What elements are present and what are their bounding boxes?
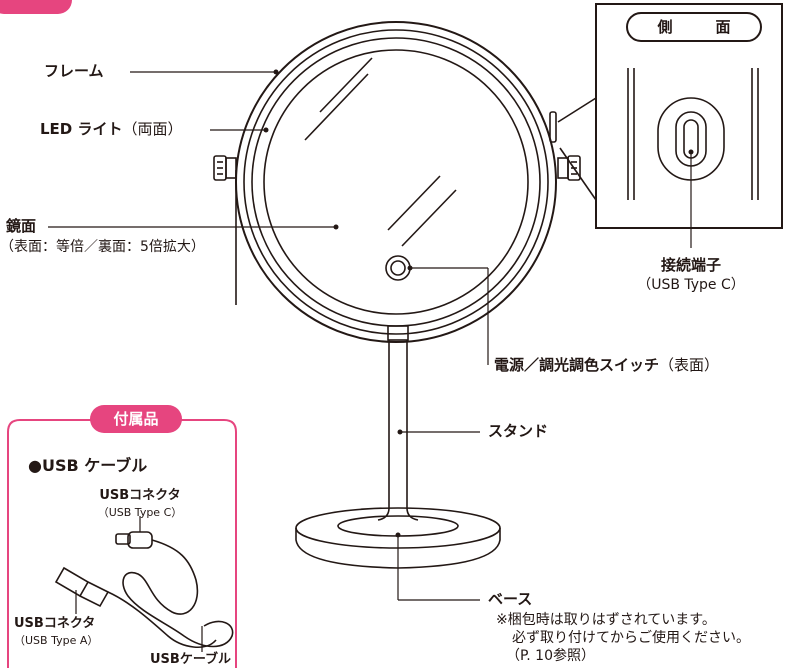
usb-connector-a-type: （USB Type A）	[14, 634, 99, 647]
leader-dots	[263, 69, 694, 538]
usb-cable-heading: ●USB ケーブル	[28, 456, 148, 475]
led-light-label: LED ライト	[40, 120, 123, 138]
usb-cable-label: USBケーブル	[150, 652, 232, 667]
stand	[377, 325, 419, 521]
usb-connector-a-label: USBコネクタ	[14, 616, 96, 631]
led-light-note: （両面）	[122, 120, 183, 138]
connector-label: 接続端子	[660, 256, 721, 274]
mirror-note: （表面：等倍／裏面：5倍拡大）	[0, 239, 205, 255]
switch-label: 電源／調光調色スイッチ	[494, 356, 660, 374]
left-pivot	[213, 155, 237, 305]
frame-label: フレーム	[44, 62, 104, 80]
accessory-leaders	[75, 516, 203, 652]
led-light-callout: LED ライト（両面）	[40, 120, 183, 139]
power-switch	[385, 255, 411, 281]
usb-connector-c-type: （USB Type C）	[97, 506, 183, 519]
side-view-title: 側 面	[626, 12, 762, 42]
switch-note: （表面）	[659, 356, 720, 374]
stand-label: スタンド	[488, 422, 549, 440]
base-note-3: （P. 10参照）	[506, 648, 595, 664]
mirror-label: 鏡面	[6, 217, 37, 235]
usb-connector-c-label: USBコネクタ	[99, 488, 181, 503]
leader-lines	[48, 71, 692, 601]
connector-type: （USB Type C）	[637, 277, 745, 293]
accessory-box	[7, 419, 237, 668]
section-tab	[0, 0, 72, 14]
base-label: ベース	[488, 590, 533, 608]
switch-callout: 電源／調光調色スイッチ（表面）	[494, 356, 719, 375]
right-pivot	[549, 111, 581, 181]
accessories-tag: 付属品	[90, 405, 182, 433]
base-note-2: 必ず取り付けてからご使用ください。	[512, 630, 750, 646]
base-note-1: ※梱包時は取りはずされています。	[496, 612, 716, 628]
mirror-head	[235, 21, 557, 343]
